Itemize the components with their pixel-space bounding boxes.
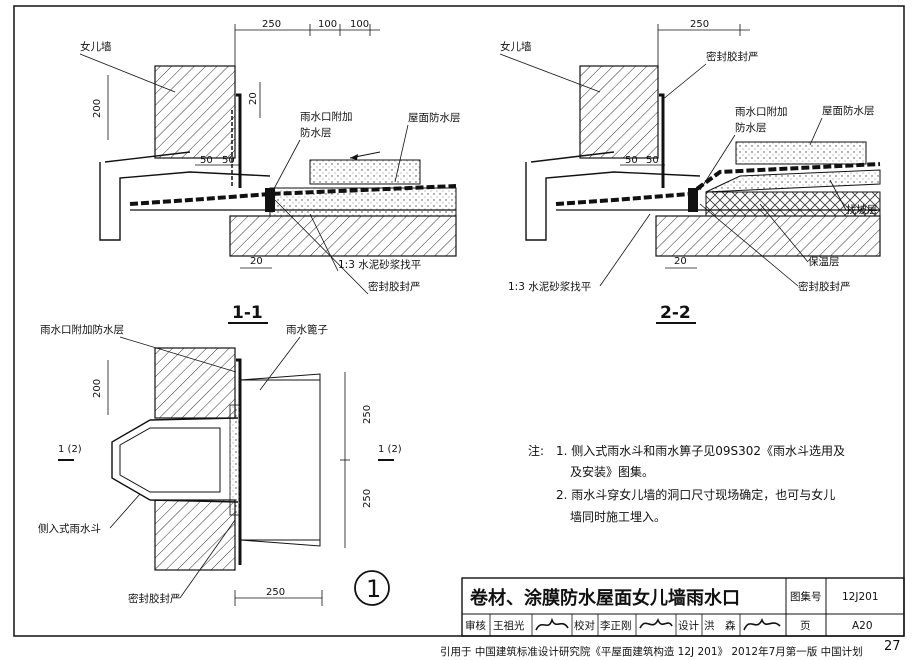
label-plan-sealant: 密封胶封严 <box>128 592 181 605</box>
check-name: 李正刚 <box>600 619 632 632</box>
note-1-line-2: 及安装》图集。 <box>570 464 654 479</box>
note-1-line-1: 1. 侧入式雨水斗和雨水箅子见09S302《雨水斗选用及 <box>556 443 845 458</box>
label-1-1-outlet-extra-1: 雨水口附加 <box>300 110 353 123</box>
section-1-1: 250 100 100 200 20 50 50 20 女儿墙 雨水口附加 防水… <box>79 19 461 324</box>
dim-1-1-w2: 50 <box>222 155 235 166</box>
review-label: 审核 <box>465 619 486 632</box>
cut-mark-right: 1 (2) <box>378 444 402 455</box>
dim-plan-left-h: 200 <box>92 379 103 398</box>
note-2-line-1: 2. 雨水斗穿女儿墙的洞口尺寸现场确定，也可与女儿 <box>556 487 835 502</box>
label-1-1-sealant: 密封胶封严 <box>368 280 421 293</box>
view-number: 1 <box>366 575 381 603</box>
dim-1-1-top-c: 100 <box>350 19 369 30</box>
side-outlet-funnel <box>111 417 239 503</box>
drawing-title: 卷材、涂膜防水屋面女儿墙雨水口 <box>469 587 740 609</box>
label-1-1-outlet-extra-2: 防水层 <box>300 126 332 139</box>
label-2-2-mortar: 1:3 水泥砂浆找平 <box>508 280 591 293</box>
parapet-wall <box>154 65 236 159</box>
label-2-2-sealant-bottom: 密封胶封严 <box>798 280 851 293</box>
dim-plan-right-bottom: 250 <box>362 489 373 508</box>
rain-grate <box>239 379 321 541</box>
page-number: 27 <box>884 639 901 654</box>
dim-plan-right-top: 250 <box>362 405 373 424</box>
dim-2-2-top-a: 250 <box>690 19 709 30</box>
dim-2-2-w2: 50 <box>646 155 659 166</box>
review-name: 王祖光 <box>493 619 525 632</box>
dim-1-1-top-a: 250 <box>262 19 281 30</box>
label-2-2-insulation: 保温层 <box>808 255 840 268</box>
check-label: 校对 <box>574 619 595 632</box>
label-2-2-sealant-top: 密封胶封严 <box>706 50 759 63</box>
dim-2-2-w1: 50 <box>625 155 638 166</box>
dim-1-1-top-b: 100 <box>318 19 337 30</box>
insulation-layer <box>705 191 881 217</box>
section-2-2: 250 50 50 20 女儿墙 密封胶封严 雨水口附加 防水层 屋面防水层 找… <box>499 19 881 324</box>
dim-2-2-bottom-w: 20 <box>674 256 687 267</box>
label-2-2-parapet: 女儿墙 <box>500 40 532 53</box>
dim-plan-bottom-w: 250 <box>266 587 285 598</box>
note-2-line-2: 墙同时施工埋入。 <box>570 510 666 524</box>
label-1-1-roof-waterproof: 屋面防水层 <box>408 111 461 124</box>
atlas-value: 12J201 <box>842 591 879 603</box>
label-1-1-parapet: 女儿墙 <box>80 40 112 53</box>
roof-slab <box>229 215 457 257</box>
review-signature <box>535 617 569 631</box>
dim-1-1-w1: 50 <box>200 155 213 166</box>
dim-1-1-small-h: 20 <box>248 92 259 105</box>
page-value: A20 <box>852 620 873 632</box>
view-number-circle <box>354 570 390 606</box>
cut-mark-left: 1 (2) <box>58 444 82 455</box>
parapet-wall-2 <box>579 65 659 159</box>
citation-footer: 引用于 中国建筑标准设计研究院《平屋面建筑构造 12J 201》 2012年7月… <box>440 645 863 658</box>
design-label: 设计 <box>678 619 699 632</box>
notes: 注: 1. 侧入式雨水斗和雨水箅子见09S302《雨水斗选用及 及安装》图集。 … <box>528 443 845 524</box>
outlet-funnel <box>99 162 271 241</box>
atlas-label: 图集号 <box>790 590 822 603</box>
label-2-2-outlet-extra-2: 防水层 <box>735 121 767 134</box>
label-2-2-outlet-extra-1: 雨水口附加 <box>735 105 788 118</box>
section-title-1-1: 1-1 <box>232 303 263 323</box>
page-label: 页 <box>800 620 811 632</box>
dim-1-1-left-h: 200 <box>92 99 103 118</box>
check-signature <box>639 618 673 629</box>
section-title-2-2: 2-2 <box>660 303 691 323</box>
design-name: 洪 森 <box>704 619 736 632</box>
design-signature <box>743 618 781 631</box>
label-plan-outlet-extra: 雨水口附加防水层 <box>40 323 124 336</box>
title-block: 卷材、涂膜防水屋面女儿墙雨水口 图集号 12J201 页 A20 审核 王祖光 … <box>461 577 905 637</box>
label-plan-grate: 雨水篦子 <box>286 323 328 336</box>
plan-view-1: 250 250 200 250 雨水口附加防水层 雨水篦子 侧入式雨水斗 密封胶… <box>38 323 402 606</box>
notes-heading: 注: <box>528 443 544 458</box>
sheet-frame <box>13 5 905 637</box>
label-2-2-slope-layer: 找坡层 <box>846 203 878 216</box>
label-plan-side-outlet: 侧入式雨水斗 <box>38 522 101 535</box>
label-2-2-roof-waterproof: 屋面防水层 <box>822 104 875 117</box>
label-1-1-mortar: 1:3 水泥砂浆找平 <box>338 258 421 271</box>
dim-1-1-bottom-w: 20 <box>250 256 263 267</box>
